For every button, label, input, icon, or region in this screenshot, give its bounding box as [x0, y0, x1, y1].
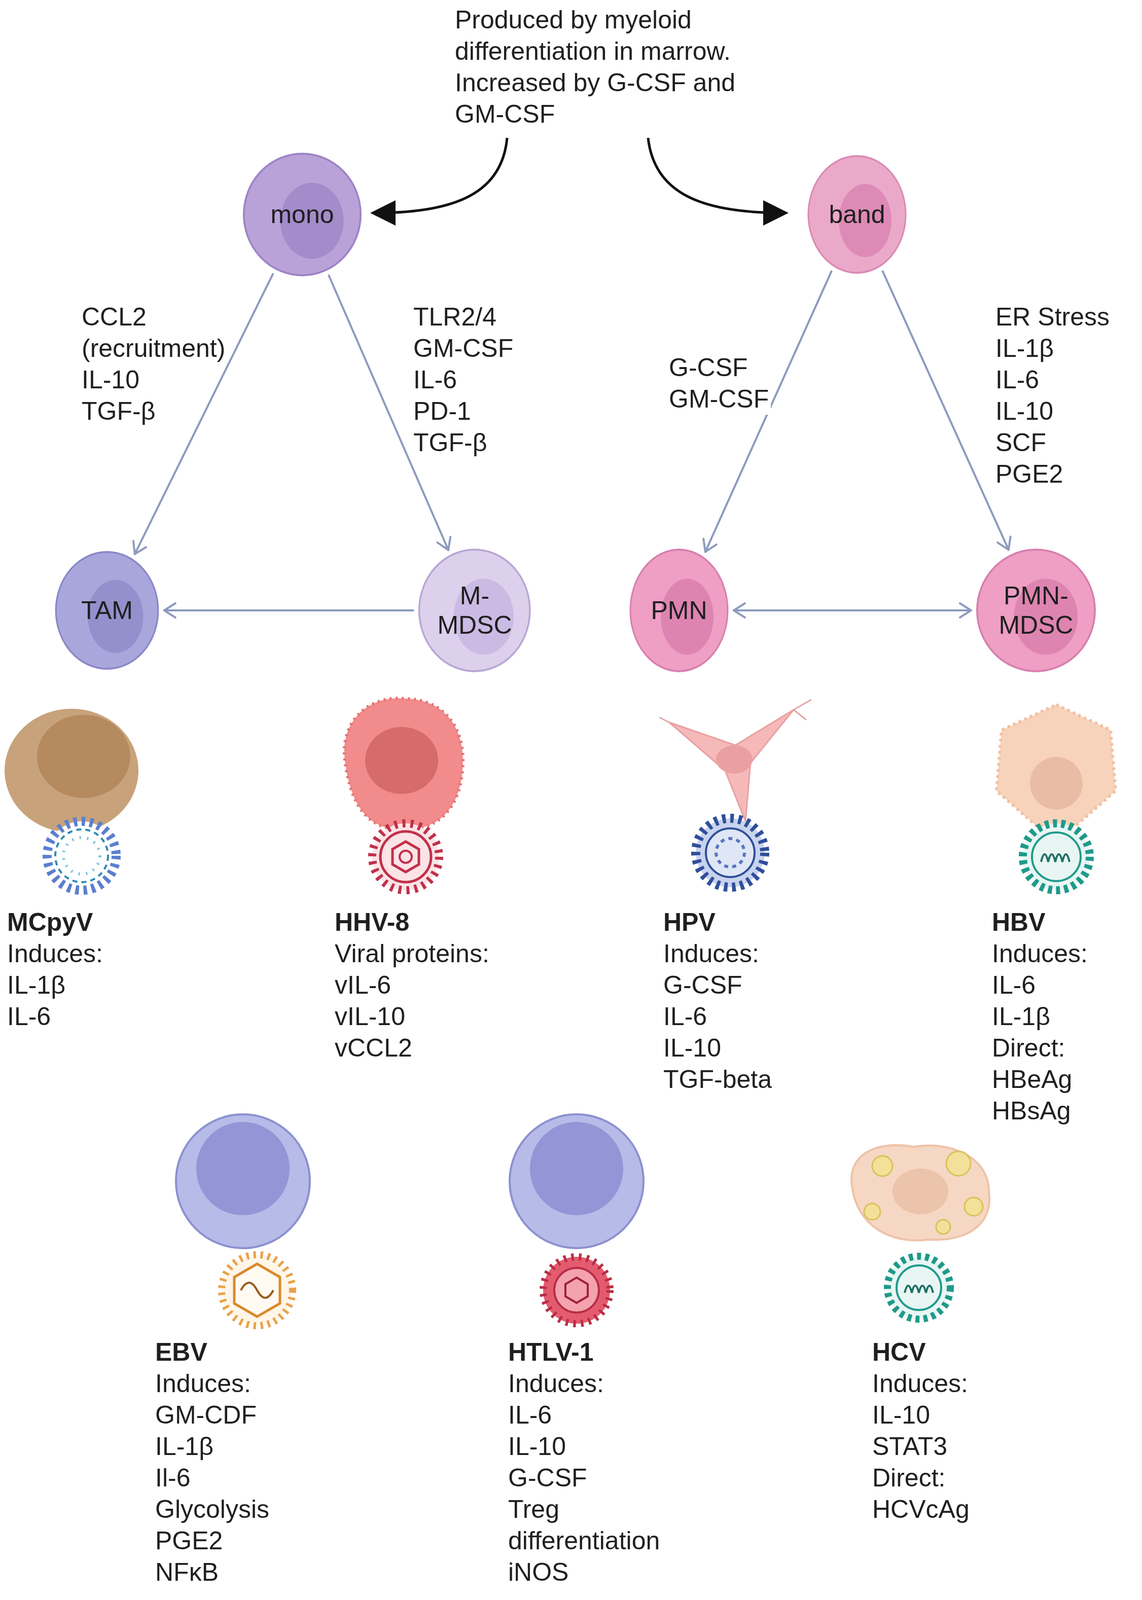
virus-effect: IL-10 — [663, 1032, 772, 1064]
signal-label: IL-10 — [993, 395, 1056, 427]
virus-name: HBV — [991, 906, 1088, 939]
virus-effect: Direct: — [872, 1462, 970, 1494]
virus-effect: vCCL2 — [334, 1032, 490, 1064]
virus-entry: MCpyVInduces:IL-1βIL-6 — [7, 906, 103, 1033]
virus-name: HPV — [663, 906, 772, 939]
virus-effect: vIL-6 — [334, 969, 490, 1002]
virus-entry: HCVInduces:IL-10STAT3Direct:HCVcAg — [872, 1336, 970, 1526]
origin-arrow — [648, 137, 784, 213]
virus-name: HHV-8 — [334, 906, 490, 939]
virus-entry: EBVInduces:GM-CDFIL-1βIl-6GlycolysisPGE2… — [155, 1336, 270, 1589]
myeloid-cell: PMN — [628, 547, 730, 674]
signal-label: G-CSF — [666, 351, 751, 384]
virus-effect: GM-CDF — [155, 1399, 270, 1432]
virus-effect: IL-6 — [663, 1001, 772, 1033]
signal-label: GM-CSF — [411, 332, 516, 365]
signal-label: ER Stress — [993, 301, 1112, 333]
signal-label: (recruitment) — [79, 332, 228, 365]
origin-arrow — [375, 137, 508, 213]
connector-arrow — [164, 603, 414, 618]
virus-name: HTLV-1 — [508, 1336, 711, 1369]
virus-name: EBV — [155, 1336, 270, 1369]
origin-note: Produced by myeloid differentiation in m… — [452, 4, 741, 130]
signal-label: SCF — [993, 426, 1049, 459]
virus-effect: Induces: — [7, 938, 103, 970]
signal-label: PGE2 — [993, 458, 1065, 490]
signal-label: GM-CSF — [666, 383, 771, 415]
cell-outline — [416, 547, 533, 674]
virus-effect: TGF-beta — [663, 1063, 772, 1096]
signal-label: PD-1 — [411, 395, 474, 427]
connector-arrow — [733, 603, 972, 618]
signal-label: IL-1β — [993, 332, 1056, 365]
virus-effect: IL-1β — [991, 1001, 1088, 1033]
mcpyv-illustration — [4, 708, 139, 891]
virus-effect: Il-6 — [155, 1462, 270, 1494]
cell-label: M-MDSC — [436, 581, 513, 640]
virus-effect: HBsAg — [991, 1095, 1088, 1127]
virus-effect: Glycolysis — [155, 1493, 270, 1526]
cell-label: band — [828, 199, 885, 230]
virus-entry: HTLV-1Induces:IL-6IL-10G-CSFTreg differe… — [508, 1336, 711, 1589]
virus-effect: IL-10 — [508, 1431, 711, 1463]
virus-effect: IL-6 — [991, 969, 1088, 1002]
hpv-illustration — [659, 699, 812, 888]
virus-effect: HBeAg — [991, 1063, 1088, 1096]
hbv-illustration — [996, 704, 1116, 891]
myeloid-cell: M-MDSC — [416, 547, 533, 674]
virus-effect: vIL-10 — [334, 1001, 490, 1033]
virus-effect: PGE2 — [155, 1525, 270, 1557]
signal-label: IL-6 — [993, 364, 1042, 396]
virus-effect: Induces: — [508, 1368, 711, 1400]
virus-effect: G-CSF — [663, 969, 772, 1002]
virus-effect: Direct: — [991, 1032, 1088, 1064]
myeloid-cell: mono — [241, 151, 364, 278]
signal-label: IL-10 — [79, 364, 142, 396]
virus-effect: Induces: — [663, 938, 772, 970]
virus-effect: Induces: — [991, 938, 1088, 970]
hhv8-illustration — [344, 698, 463, 891]
cell-label: TAM — [81, 595, 133, 626]
cell-label: mono — [270, 199, 334, 230]
myeloid-cell: band — [806, 153, 908, 276]
signal-label: TGF-β — [411, 426, 489, 459]
virus-entry: HHV-8Viral proteins:vIL-6vIL-10vCCL2 — [334, 906, 490, 1064]
virus-effect: Induces: — [872, 1368, 970, 1400]
htlv1-illustration — [509, 1114, 644, 1325]
signal-label: CCL2 — [79, 301, 149, 333]
signal-label: TLR2/4 — [411, 301, 499, 333]
virus-effect: G-CSF — [508, 1462, 711, 1494]
cell-label: PMN-MDSC — [995, 581, 1077, 640]
cell-outline — [974, 547, 1098, 674]
virus-effect: IL-1β — [7, 969, 103, 1002]
virus-effect: iNOS — [508, 1556, 711, 1589]
myeloid-cell: TAM — [53, 549, 161, 672]
signal-label: IL-6 — [411, 364, 459, 396]
myeloid-cell: PMN-MDSC — [974, 547, 1098, 674]
virus-effect: IL-6 — [508, 1399, 711, 1432]
virus-name: HCV — [872, 1336, 970, 1369]
virus-effect: HCVcAg — [872, 1493, 970, 1526]
virus-effect: Induces: — [155, 1368, 270, 1400]
virus-entry: HPVInduces:G-CSFIL-6IL-10TGF-beta — [663, 906, 772, 1096]
connector-arrow — [882, 271, 1011, 550]
virus-effect: NFκB — [155, 1556, 270, 1589]
virus-entry: HBVInduces:IL-6IL-1βDirect:HBeAgHBsAg — [991, 906, 1088, 1127]
cell-label: PMN — [650, 595, 707, 626]
virus-effect: IL-10 — [872, 1399, 970, 1432]
virus-effect: IL-6 — [7, 1001, 103, 1033]
virus-effect: Viral proteins: — [334, 938, 490, 970]
virus-effect: Treg differentiation — [508, 1493, 711, 1557]
hcv-illustration — [851, 1145, 990, 1320]
signal-label: TGF-β — [79, 395, 158, 427]
ebv-illustration — [175, 1114, 310, 1327]
virus-name: MCpyV — [7, 906, 103, 939]
virus-effect: IL-1β — [155, 1431, 270, 1463]
virus-effect: STAT3 — [872, 1431, 970, 1463]
